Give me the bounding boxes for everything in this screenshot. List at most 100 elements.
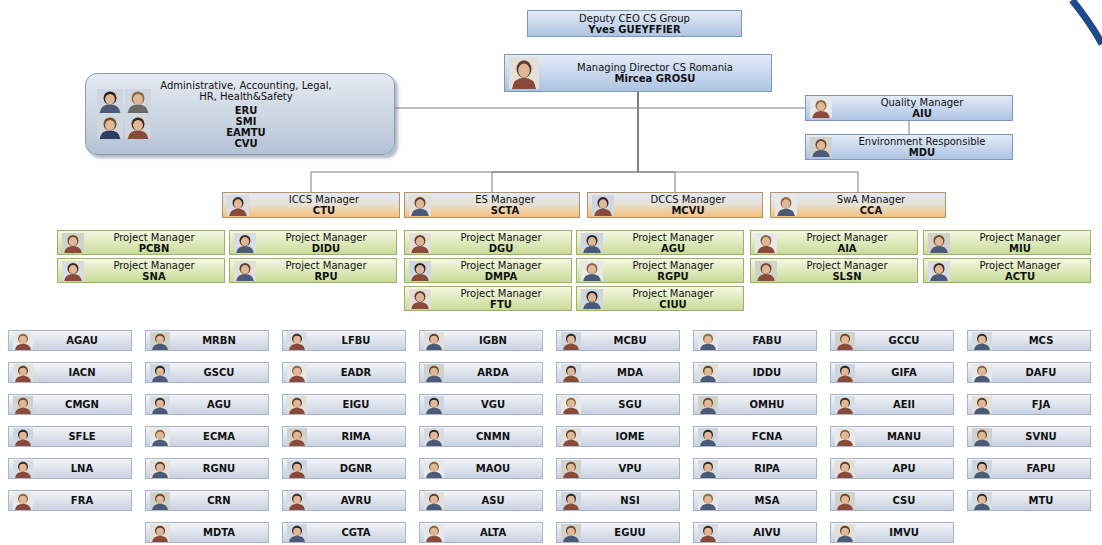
portrait-photo <box>835 492 855 510</box>
mgr-box: ES ManagerSCTA <box>404 192 580 218</box>
text-column: IOME <box>585 427 675 446</box>
person-code: PCBN <box>139 243 170 254</box>
text-column: FAPU <box>996 459 1086 478</box>
staff-box: IDDU <box>693 362 817 383</box>
portrait-photo <box>234 233 256 253</box>
staff-box: ASU <box>419 490 543 511</box>
person-code: MAOU <box>476 463 510 474</box>
person-code: ARDA <box>477 367 508 378</box>
text-column: LFBU <box>311 331 401 350</box>
portrait-photo <box>835 524 855 542</box>
portrait-photo <box>150 492 170 510</box>
role-title: Deputy CEO CS Group <box>579 13 690 24</box>
text-column: FJA <box>996 395 1086 414</box>
text-column: GIFA <box>859 363 949 382</box>
portrait-photo <box>835 428 855 446</box>
portrait-photo <box>227 195 249 216</box>
text-column: AIVU <box>722 523 812 542</box>
person-code: IMVU <box>889 527 919 538</box>
portrait-photo <box>581 233 603 253</box>
portrait-photo <box>287 460 307 478</box>
text-column: OMHU <box>722 395 812 414</box>
portrait-photo <box>775 195 797 216</box>
staff-box: OMHU <box>693 394 817 415</box>
pm-box: Project ManagerRGPU <box>576 258 744 283</box>
portrait-photo <box>972 460 992 478</box>
text-column: MCS <box>996 331 1086 350</box>
staff-box: FCNA <box>693 426 817 447</box>
portrait-photo <box>287 492 307 510</box>
role-title: ICCS Manager <box>289 194 359 205</box>
portrait-photo <box>972 332 992 350</box>
person-code: MDTA <box>203 527 235 538</box>
org-connector <box>492 92 638 192</box>
photo-group <box>834 331 856 350</box>
photo-group <box>697 523 719 542</box>
person-code: Mircea GROSU <box>615 73 696 84</box>
text-column: MAOU <box>448 459 538 478</box>
role-title: Project Manager <box>285 232 366 243</box>
portrait-photo <box>424 492 444 510</box>
portrait-photo <box>125 89 151 113</box>
photo-group <box>96 74 154 154</box>
portrait-photo <box>561 460 581 478</box>
text-column: Project ManagerCIUU <box>607 287 739 310</box>
portrait-photo <box>698 396 718 414</box>
text-column: MDA <box>585 363 675 382</box>
person-code: MANU <box>887 431 921 442</box>
person-code: VGU <box>481 399 505 410</box>
role-title: Project Manager <box>979 232 1060 243</box>
staff-box: GIFA <box>830 362 954 383</box>
role-title: Project Manager <box>460 232 541 243</box>
text-column: SVNU <box>996 427 1086 446</box>
staff-box: MTU <box>967 490 1091 511</box>
person-code: FCNA <box>752 431 782 442</box>
portrait-photo <box>698 364 718 382</box>
org-connector <box>395 92 638 108</box>
pm-box: Project ManagerDGU <box>404 230 572 255</box>
portrait-photo <box>509 57 539 89</box>
person-code: SGU <box>618 399 642 410</box>
pm-box: Project ManagerDMPA <box>404 258 572 283</box>
staff-box: AGAU <box>8 330 132 351</box>
text-column: IMVU <box>859 523 949 542</box>
mgr-box: SwA ManagerCCA <box>770 192 946 218</box>
staff-box: LNA <box>8 458 132 479</box>
blue-box: Environment ResponsibleMDU <box>805 134 1013 160</box>
portrait-photo <box>409 261 431 281</box>
person-code: MSA <box>755 495 780 506</box>
pm-box: Project ManagerPCBN <box>57 230 225 255</box>
photo-group <box>580 287 604 310</box>
text-column: Project ManagerSLSN <box>781 259 913 282</box>
pm-box: Project ManagerFTU <box>404 286 572 311</box>
text-column: SFLE <box>37 427 127 446</box>
photo-group <box>697 491 719 510</box>
photo-group <box>149 523 171 542</box>
photo-group <box>508 55 540 91</box>
portrait-photo <box>592 195 614 216</box>
pm-box: Project ManagerRPU <box>229 258 397 283</box>
photo-group <box>971 459 993 478</box>
staff-box: CNMN <box>419 426 543 447</box>
staff-box: IACN <box>8 362 132 383</box>
portrait-photo <box>561 396 581 414</box>
blue-box: Quality ManagerAIU <box>805 95 1013 121</box>
person-code: CMGN <box>65 399 99 410</box>
photo-group <box>286 331 308 350</box>
person-code: DGNR <box>340 463 373 474</box>
portrait-photo <box>581 261 603 281</box>
staff-box: RIPA <box>693 458 817 479</box>
org-connector <box>638 92 675 192</box>
photo-group <box>149 427 171 446</box>
person-code: DMPA <box>485 271 517 282</box>
photo-group <box>12 459 34 478</box>
portrait-photo <box>698 428 718 446</box>
photo-group <box>286 459 308 478</box>
photo-group <box>286 523 308 542</box>
portrait-photo <box>287 524 307 542</box>
text-column: ARDA <box>448 363 538 382</box>
staff-box: NSI <box>556 490 680 511</box>
role-title: Project Manager <box>806 232 887 243</box>
person-code: CGTA <box>341 527 370 538</box>
photo-group <box>286 491 308 510</box>
